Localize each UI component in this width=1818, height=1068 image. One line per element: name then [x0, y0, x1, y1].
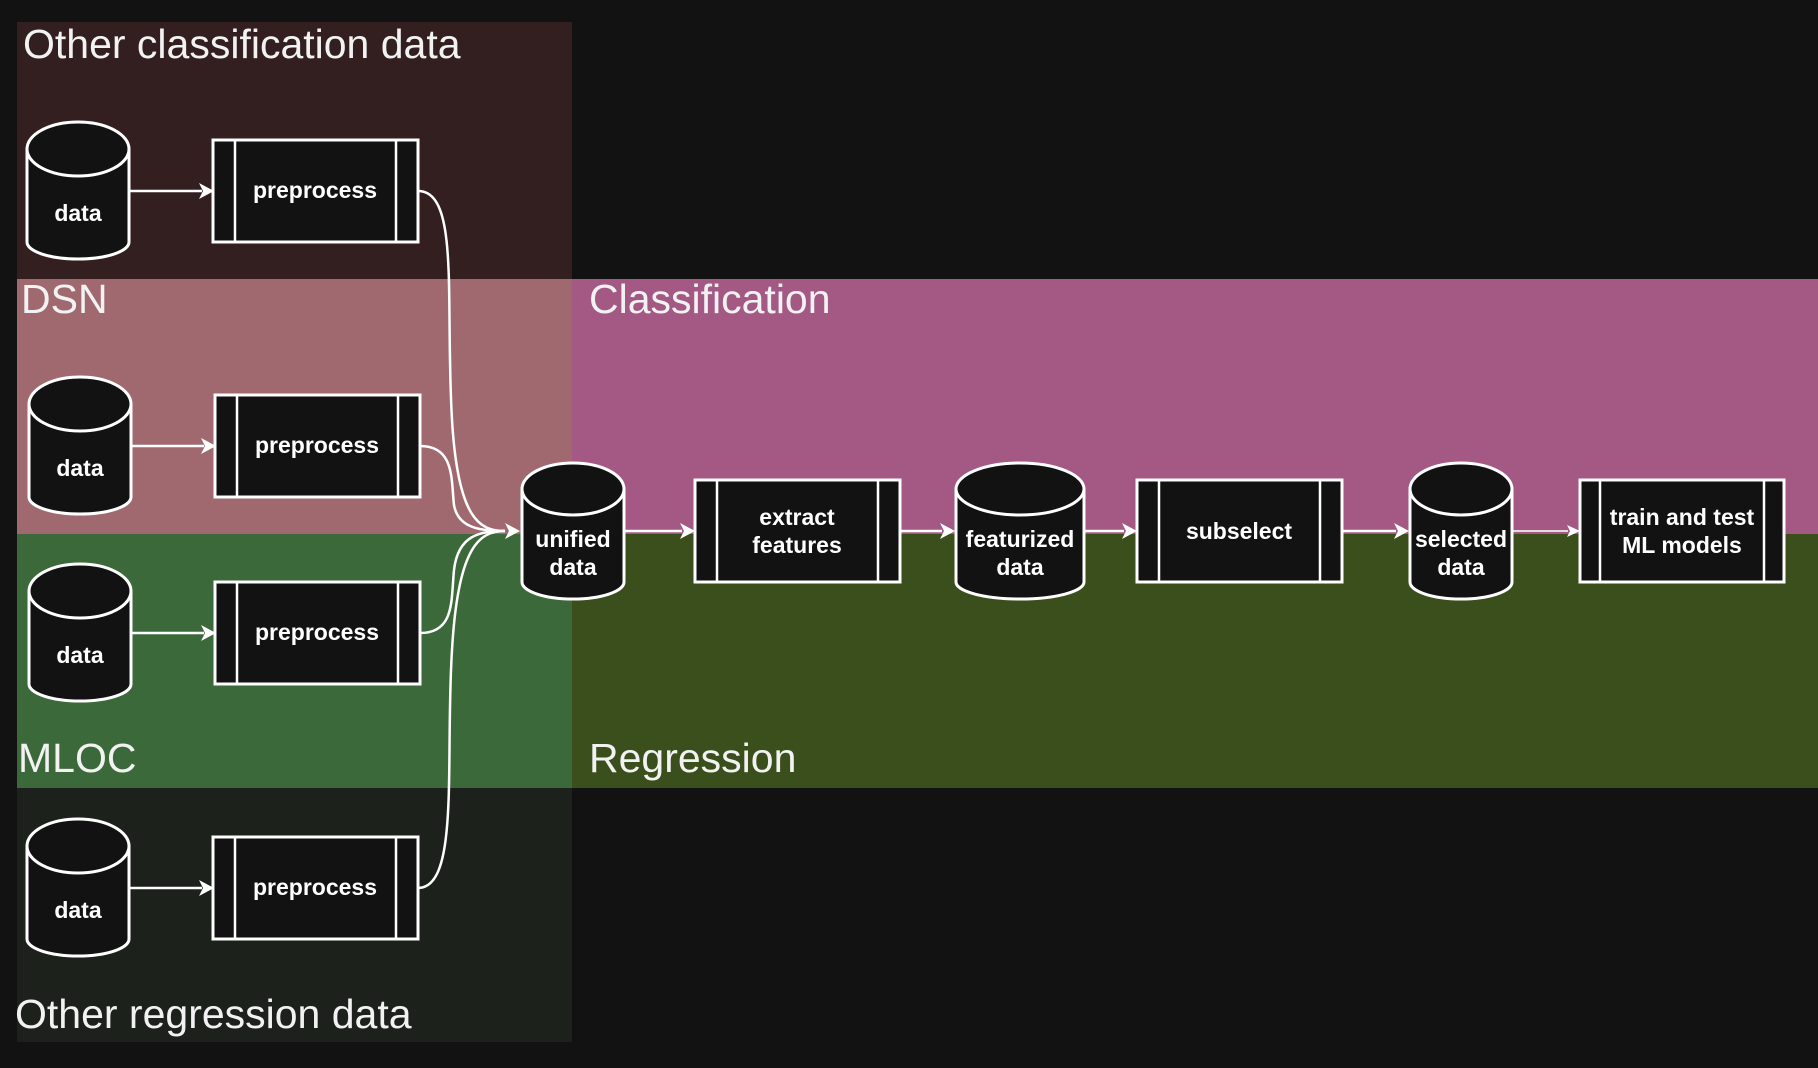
- process-train-test-models: train and test ML models: [1578, 478, 1786, 584]
- label-other-regression: Other regression data: [15, 991, 412, 1037]
- edge-preprocess-unified-ocd: [417, 189, 506, 533]
- edges: [129, 183, 1580, 896]
- process-preprocess-ocd: preprocess: [211, 138, 420, 244]
- data-store-unified: unified data: [520, 461, 626, 601]
- arrowhead: [1567, 525, 1580, 537]
- process-label-line2: ML models: [1622, 532, 1742, 558]
- data-store-label-line1: selected: [1415, 526, 1507, 552]
- data-store-label-line1: unified: [535, 526, 610, 552]
- data-store-dsn: data: [27, 375, 133, 516]
- data-store-label-line1: featurized: [966, 526, 1075, 552]
- data-store-other-regression: data: [25, 817, 131, 958]
- arrowhead: [505, 523, 520, 539]
- data-store-selected: selected data: [1408, 461, 1514, 601]
- data-store-featurized: featurized data: [954, 461, 1086, 601]
- data-store-label: data: [54, 897, 102, 923]
- arrowhead: [199, 183, 214, 199]
- process-label: subselect: [1186, 518, 1292, 544]
- edge-preprocess-unified-ord: [417, 529, 506, 890]
- arrowhead: [1394, 523, 1409, 539]
- data-store-label-line2: data: [549, 554, 597, 580]
- label-other-classification: Other classification data: [23, 21, 461, 67]
- process-extract-features: extract features: [693, 478, 902, 584]
- arrowhead: [680, 523, 695, 539]
- process-label-line2: features: [752, 532, 841, 558]
- process-label: preprocess: [253, 177, 377, 203]
- process-label-line1: train and test: [1610, 504, 1755, 530]
- process-label: preprocess: [253, 874, 377, 900]
- data-store-other-classification: data: [25, 120, 131, 261]
- process-preprocess-dsn: preprocess: [213, 393, 422, 499]
- label-regression: Regression: [589, 735, 796, 781]
- data-store-label-line2: data: [996, 554, 1044, 580]
- data-store-label: data: [56, 642, 104, 668]
- data-store-mloc: data: [27, 562, 133, 703]
- arrowhead: [199, 880, 214, 896]
- process-preprocess-ord: preprocess: [211, 835, 420, 941]
- arrowhead: [940, 523, 955, 539]
- arrowhead: [201, 625, 216, 641]
- process-subselect: subselect: [1135, 478, 1344, 584]
- edge-preprocess-unified-mloc: [419, 529, 506, 635]
- label-mloc: MLOC: [18, 735, 136, 781]
- data-store-label: data: [54, 200, 102, 226]
- data-store-label: data: [56, 455, 104, 481]
- arrowhead: [1122, 523, 1137, 539]
- process-label: preprocess: [255, 619, 379, 645]
- label-classification: Classification: [589, 276, 831, 322]
- data-store-label-line2: data: [1437, 554, 1485, 580]
- label-dsn: DSN: [21, 276, 108, 322]
- process-label-line1: extract: [759, 504, 835, 530]
- edge-preprocess-unified-dsn: [419, 444, 506, 533]
- process-preprocess-mloc: preprocess: [213, 580, 422, 686]
- process-label: preprocess: [255, 432, 379, 458]
- arrowhead: [201, 438, 216, 454]
